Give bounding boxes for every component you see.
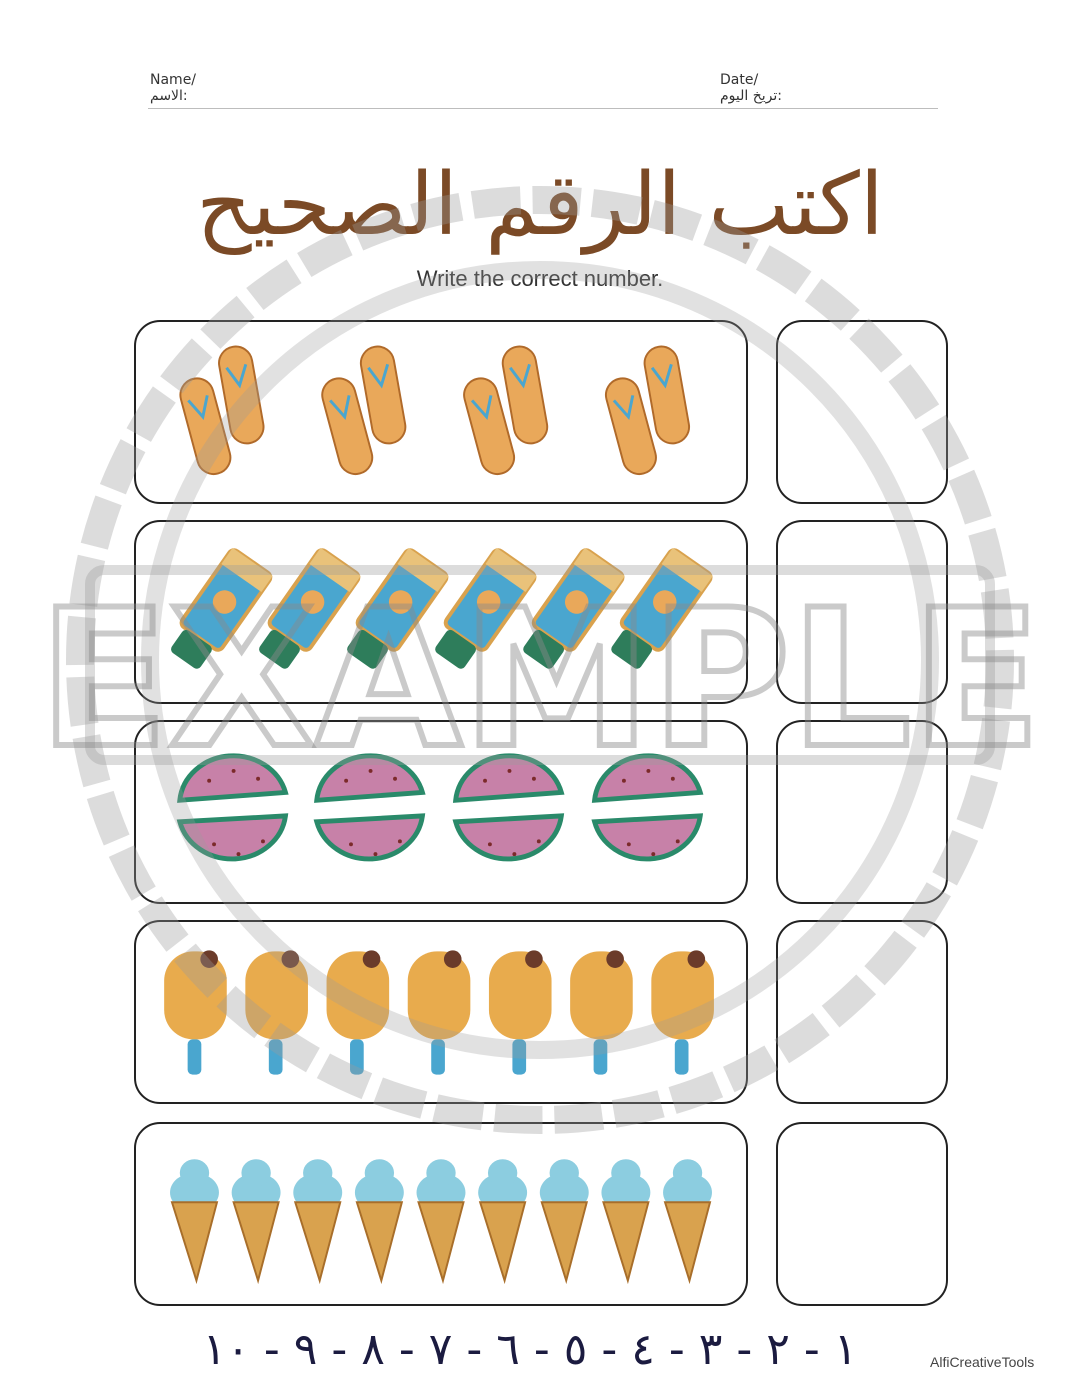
popsicle-icon xyxy=(164,950,227,1075)
counting-row-5 xyxy=(134,1122,748,1306)
answer-box-3[interactable] xyxy=(776,720,948,904)
sunscreen-group xyxy=(171,545,715,677)
date-field[interactable]: Date/ :تريخ اليوم xyxy=(720,72,782,104)
number-line: ١ - ٢ - ٣ - ٤ - ٥ - ٦ - ٧ - ٨ - ٩ - ١٠ xyxy=(202,1324,858,1375)
popsicle-group xyxy=(164,950,714,1075)
answer-box-2[interactable] xyxy=(776,520,948,704)
ice-cream-cone-icon xyxy=(170,1159,219,1285)
name-field[interactable]: Name/ :الاسم xyxy=(150,72,196,104)
counting-row-2 xyxy=(134,520,748,704)
date-label-arabic: :تريخ اليوم xyxy=(720,88,783,104)
name-label-arabic: :الاسم xyxy=(150,88,188,104)
watermelon-group xyxy=(176,722,746,902)
counting-row-1 xyxy=(134,320,748,504)
counting-row-4 xyxy=(134,920,748,1104)
ice-cream-group xyxy=(170,1158,713,1285)
sunscreen-tube-icon xyxy=(171,547,273,669)
flip-flops-icon xyxy=(179,345,265,476)
answer-box-1[interactable] xyxy=(776,320,948,504)
header-divider xyxy=(148,108,938,109)
answer-box-5[interactable] xyxy=(776,1122,948,1306)
counting-row-3 xyxy=(134,720,748,904)
answer-box-4[interactable] xyxy=(776,920,948,1104)
page-title: اكتب الرقم الصحيح xyxy=(196,155,884,255)
flip-flops-group xyxy=(179,342,694,480)
name-label: Name/ xyxy=(150,72,197,88)
page-subtitle: Write the correct number. xyxy=(416,266,664,291)
watermelon-slice-icon xyxy=(176,753,289,862)
credit-text: AlfiCreativeTools xyxy=(930,1354,1035,1370)
date-label: Date/ xyxy=(720,72,759,88)
